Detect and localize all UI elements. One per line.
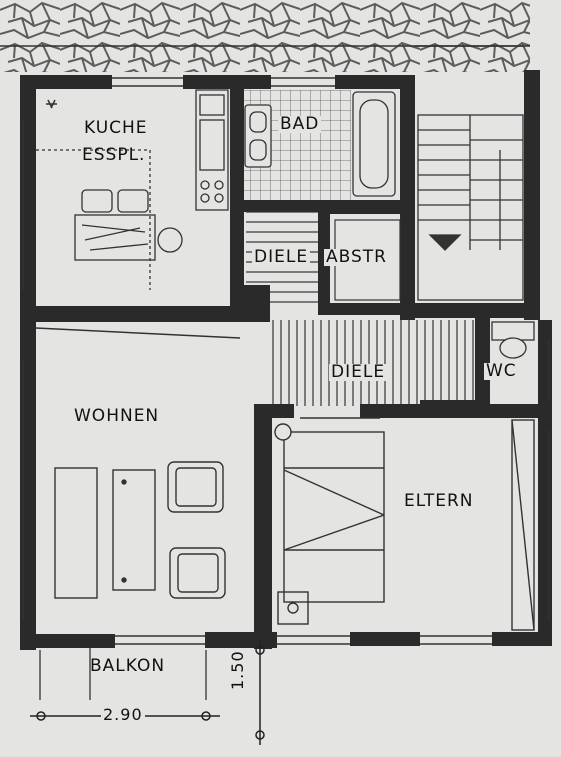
bedroom-furniture <box>274 419 535 631</box>
kitchen-furniture <box>36 89 229 290</box>
garden-stones <box>0 0 530 72</box>
wc-fixture <box>491 321 535 359</box>
room-label-esspl: ESSPL. <box>82 145 146 165</box>
room-label-wohnen: WOHNEN <box>74 406 160 426</box>
dimension-depth-label: 1.50 <box>228 650 247 690</box>
room-label-wc: WC <box>484 361 519 381</box>
staircase <box>417 114 524 301</box>
room-label-diele: DIELE <box>329 362 388 382</box>
room-label-diele-upper: DIELE <box>252 247 311 267</box>
diele-floor <box>270 320 475 406</box>
room-label-kueche: KUCHE <box>84 118 148 138</box>
dimension-width-label: 2.90 <box>101 705 145 724</box>
bath-fixtures <box>244 91 396 197</box>
room-label-abstr: ABSTR <box>324 247 389 267</box>
living-furniture <box>54 461 226 599</box>
room-label-eltern: ELTERN <box>404 491 474 511</box>
room-label-balkon: BALKON <box>90 656 166 676</box>
room-label-bad: BAD <box>278 114 322 134</box>
balcony <box>39 648 207 700</box>
